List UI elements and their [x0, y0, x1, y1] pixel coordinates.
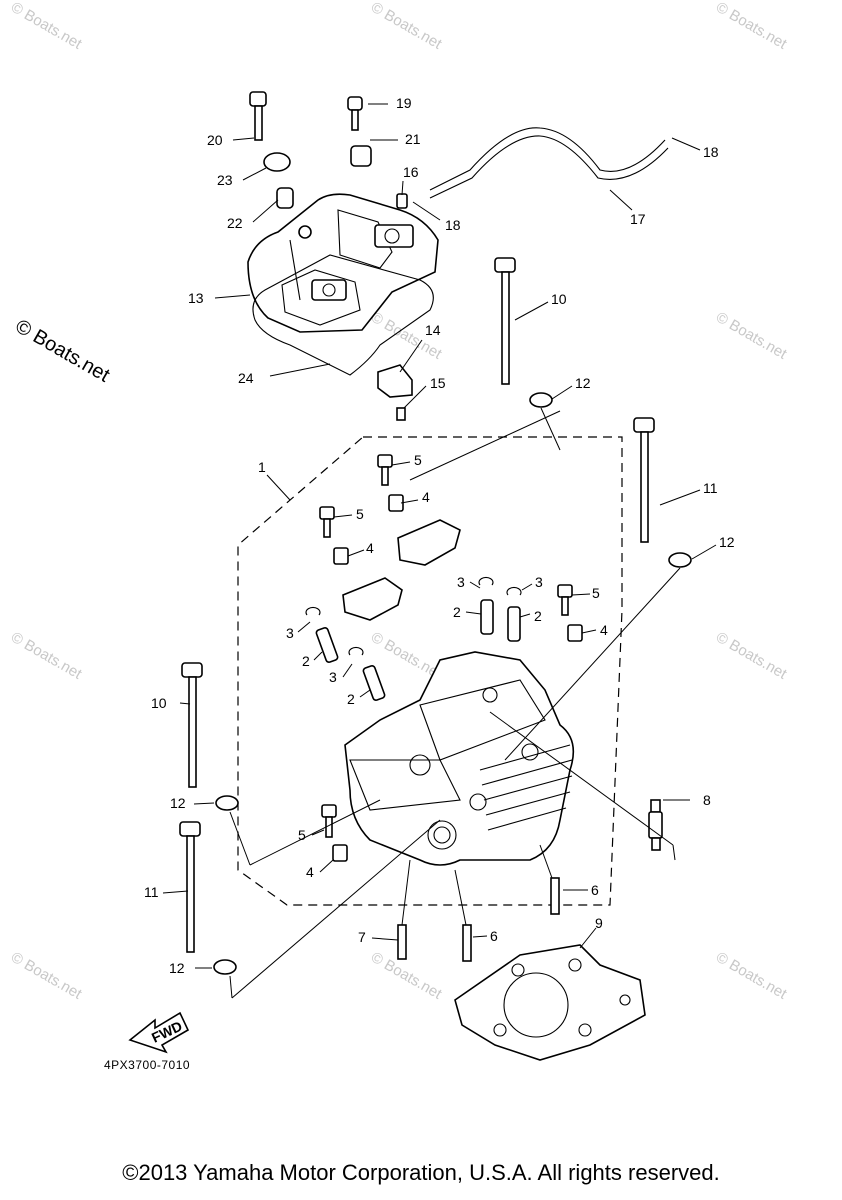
- watermark: © Boats.net: [368, 0, 445, 53]
- callout-15: 15: [430, 375, 446, 391]
- callout-16: 16: [403, 164, 419, 180]
- stud-6: [550, 877, 560, 915]
- watermark: © Boats.net: [8, 629, 85, 683]
- parts-diagram: © Boats.net © Boats.net © Boats.net © Bo…: [8, 0, 790, 1072]
- callout-3: 3: [457, 574, 465, 590]
- watermark: © Boats.net: [713, 309, 790, 363]
- callout-3: 3: [535, 574, 543, 590]
- callout-4: 4: [600, 622, 608, 638]
- head-bolts: [179, 257, 692, 975]
- callout-7: 7: [358, 929, 366, 945]
- callout-21: 21: [405, 131, 421, 147]
- spark-plug: [648, 799, 663, 851]
- callout-8: 8: [703, 792, 711, 808]
- callout-18: 18: [703, 144, 719, 160]
- watermark: © Boats.net: [8, 949, 85, 1003]
- callout-12: 12: [575, 375, 591, 391]
- watermark-large: © Boats.net: [12, 315, 114, 387]
- cover-hardware: [249, 91, 408, 209]
- callout-12: 12: [719, 534, 735, 550]
- callout-14: 14: [425, 322, 441, 338]
- fwd-arrow: FWD: [128, 1011, 190, 1054]
- callout-5: 5: [414, 452, 422, 468]
- watermark: © Boats.net: [713, 0, 790, 53]
- cylinder-head: [344, 651, 575, 866]
- bolt-15: [396, 407, 406, 421]
- head-gasket: [454, 944, 646, 1061]
- watermark: © Boats.net: [713, 629, 790, 683]
- breather-hose: [429, 127, 666, 191]
- watermark: © Boats.net: [713, 949, 790, 1003]
- callout-2: 2: [534, 608, 542, 624]
- callout-10: 10: [551, 291, 567, 307]
- callout-3: 3: [329, 669, 337, 685]
- callout-4: 4: [366, 540, 374, 556]
- callout-5: 5: [298, 827, 306, 843]
- callout-23: 23: [217, 172, 233, 188]
- callout-4: 4: [422, 489, 430, 505]
- diagram-part-number: 4PX3700-7010: [104, 1058, 190, 1072]
- assembly-outline: [237, 436, 623, 906]
- callout-6: 6: [490, 928, 498, 944]
- callout-5: 5: [592, 585, 600, 601]
- callout-6: 6: [591, 882, 599, 898]
- bracket: [377, 364, 413, 398]
- callout-5: 5: [356, 506, 364, 522]
- callout-24: 24: [238, 370, 254, 386]
- callout-22: 22: [227, 215, 243, 231]
- callout-3: 3: [286, 625, 294, 641]
- callout-2: 2: [347, 691, 355, 707]
- callout-12: 12: [170, 795, 186, 811]
- watermark: © Boats.net: [8, 0, 85, 53]
- callout-17: 17: [630, 211, 646, 227]
- callout-10: 10: [151, 695, 167, 711]
- callout-19: 19: [396, 95, 412, 111]
- callout-12: 12: [169, 960, 185, 976]
- stud-7: [397, 924, 407, 960]
- copyright-notice: ©2013 Yamaha Motor Corporation, U.S.A. A…: [122, 1160, 720, 1185]
- valve-cover-gasket: [252, 254, 434, 376]
- callout-11: 11: [144, 884, 159, 900]
- stud-6: [462, 924, 472, 962]
- valve-guides: [305, 576, 522, 701]
- callout-1: 1: [258, 459, 266, 475]
- callout-11: 11: [703, 480, 718, 496]
- callout-2: 2: [302, 653, 310, 669]
- callout-18: 18: [445, 217, 461, 233]
- callout-9: 9: [595, 915, 603, 931]
- callout-20: 20: [207, 132, 223, 148]
- leader-lines: [162, 103, 717, 999]
- valve-cover: [247, 193, 439, 333]
- callout-13: 13: [188, 290, 204, 306]
- cam-caps: [319, 454, 583, 862]
- callout-labels: 1 2 2 2 2 3 3 3 3 4 4 4 4 5 5 5 5 6 6 7 …: [144, 95, 735, 976]
- callout-2: 2: [453, 604, 461, 620]
- callout-4: 4: [306, 864, 314, 880]
